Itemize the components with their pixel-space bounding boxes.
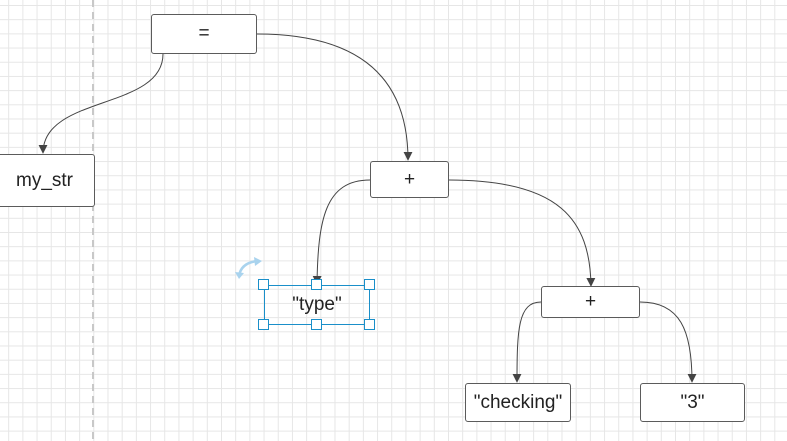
resize-handle-top-center[interactable]	[311, 279, 322, 290]
string-node-checking[interactable]: "checking"	[465, 383, 571, 422]
variable-node[interactable]: my_str	[0, 154, 95, 207]
edge-plus1-to-plus2[interactable]	[448, 179, 596, 287]
plus-node-outer[interactable]: +	[370, 161, 449, 198]
rotate-handle-icon[interactable]	[233, 256, 265, 282]
node-label: +	[403, 168, 416, 190]
edge-plus1-to-type[interactable]	[312, 179, 371, 285]
edge-assign-to-plus1[interactable]	[256, 33, 413, 161]
edge-plus2-to-checking[interactable]	[512, 301, 542, 383]
assignment-node[interactable]: =	[151, 14, 257, 54]
resize-handle-top-right[interactable]	[364, 279, 375, 290]
node-label: "checking"	[473, 391, 563, 413]
resize-handle-bottom-left[interactable]	[258, 319, 269, 330]
node-label: my_str	[16, 169, 73, 191]
string-node-three[interactable]: "3"	[640, 383, 745, 422]
node-label: "type"	[292, 294, 342, 315]
edge-plus2-to-three[interactable]	[639, 301, 697, 383]
edge-assign-to-var[interactable]	[38, 53, 164, 154]
plus-node-inner[interactable]: +	[541, 286, 640, 318]
resize-handle-bottom-right[interactable]	[364, 319, 375, 330]
node-label: +	[584, 291, 597, 312]
resize-handle-bottom-center[interactable]	[311, 319, 322, 330]
node-label: "3"	[680, 391, 705, 413]
node-label: =	[198, 23, 210, 44]
resize-handle-top-left[interactable]	[258, 279, 269, 290]
